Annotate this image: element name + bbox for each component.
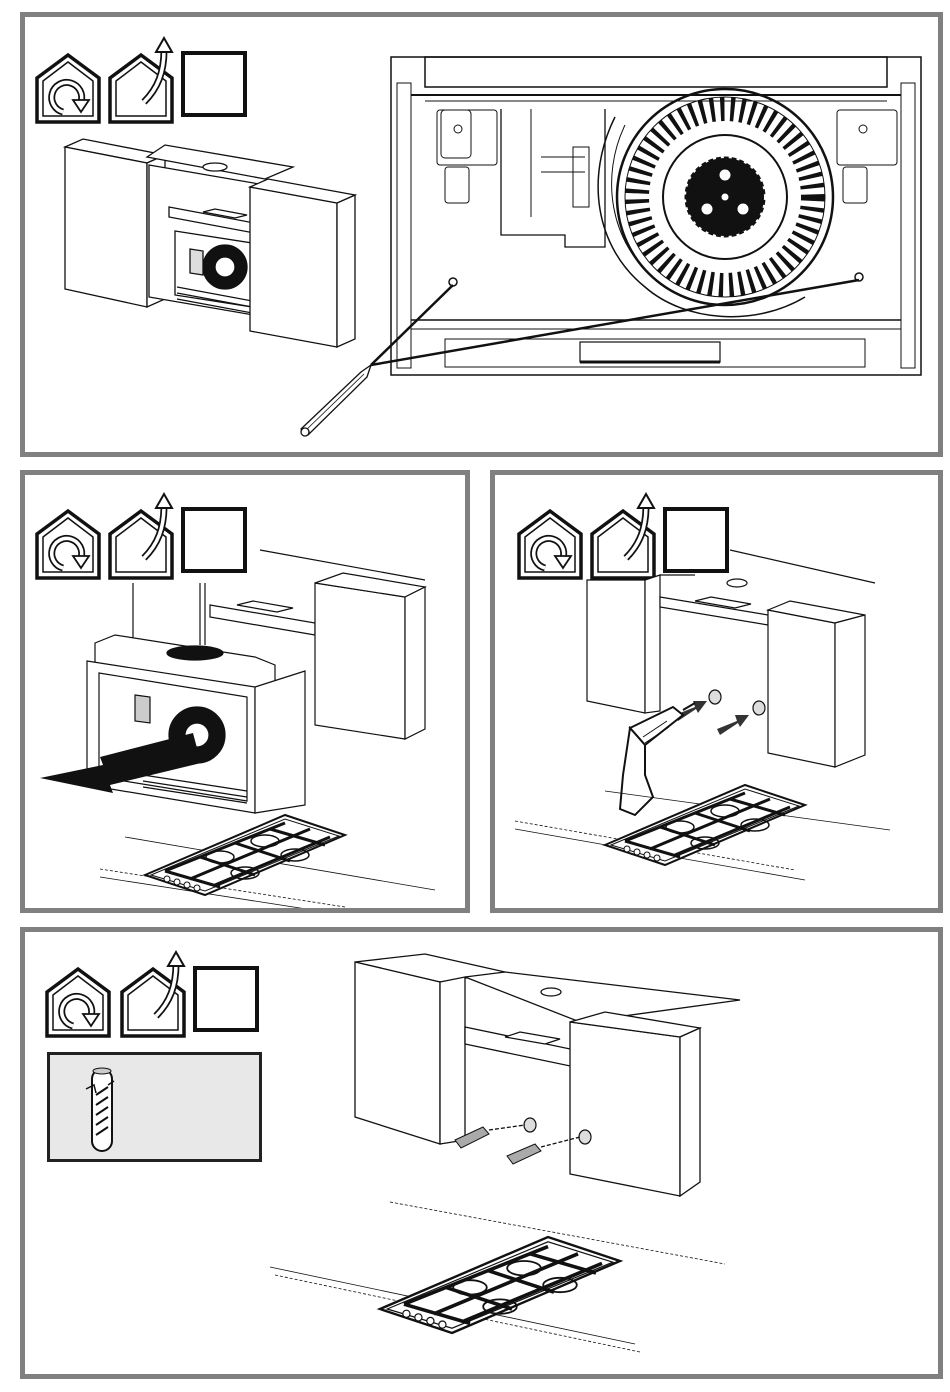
empty-checkbox-icon xyxy=(665,509,727,571)
step-2-icons xyxy=(37,494,245,578)
drill-holes xyxy=(709,690,765,715)
pencil-marking-lines xyxy=(371,280,859,365)
step-3-icons xyxy=(519,494,727,578)
recirculation-mode-icon xyxy=(519,511,581,578)
gas-hob xyxy=(145,815,345,895)
wall-plugs-inserting xyxy=(455,1125,580,1164)
recirculation-mode-icon xyxy=(37,55,99,122)
pencil-icon xyxy=(301,365,371,436)
step-2-panel xyxy=(20,470,470,913)
hood-front-view xyxy=(391,57,921,375)
step-1-icons xyxy=(37,38,245,122)
step-1-panel xyxy=(20,12,943,457)
recirculation-mode-icon xyxy=(47,969,109,1036)
blower-fan xyxy=(598,89,833,317)
extraction-mode-icon xyxy=(122,952,184,1036)
step-4-panel xyxy=(20,927,943,1379)
drill-direction-arrows xyxy=(675,701,749,735)
gas-hob xyxy=(380,1237,620,1333)
hood-being-removed xyxy=(87,635,305,813)
extraction-mode-icon xyxy=(110,38,172,122)
empty-checkbox-icon xyxy=(195,968,257,1030)
extraction-mode-icon xyxy=(110,494,172,578)
step-4-icons xyxy=(47,952,257,1036)
wall-plug-info-box xyxy=(47,1052,262,1162)
step-3-panel xyxy=(490,470,943,913)
recirculation-mode-icon xyxy=(37,511,99,578)
empty-checkbox-icon xyxy=(183,53,245,115)
empty-checkbox-icon xyxy=(183,509,245,571)
wall-cabinets xyxy=(355,954,740,1196)
extraction-mode-icon xyxy=(592,494,654,578)
cabinet-with-hood-overview xyxy=(65,139,355,347)
wall-plug-icon xyxy=(50,1055,259,1159)
